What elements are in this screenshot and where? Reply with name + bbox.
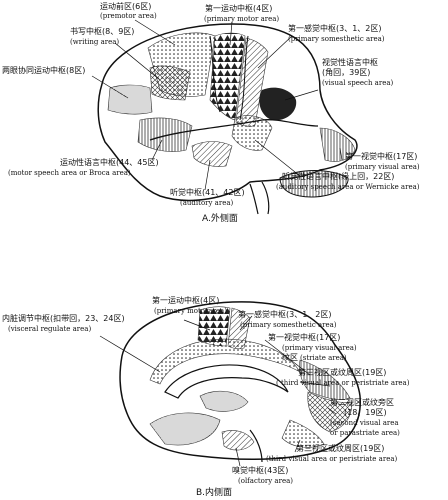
medial-brain xyxy=(119,301,361,463)
label-text: (third visual area or peristriate area) xyxy=(266,455,398,463)
label-text: 第一视觉中枢(17区) xyxy=(345,152,418,161)
label-text: (olfactory area) xyxy=(238,477,293,485)
label-text: 第一感觉中枢(3、1、2区) xyxy=(288,24,382,33)
caption-medial: B.内侧面 xyxy=(196,488,233,498)
label-text: 纹区 xyxy=(282,353,298,362)
label-text: (auditory area) xyxy=(180,199,234,207)
label-text: 第一感觉中枢(3、1、2区) xyxy=(238,310,332,319)
label-text: ( third visual area or peristriate area) xyxy=(276,379,410,387)
label-text: 书写中枢(8、9区) xyxy=(70,27,135,36)
label-text: 第二视区或纹旁区 xyxy=(330,398,394,407)
label-text: 两眼协同运动中枢(8区) xyxy=(2,66,86,75)
label-text: (primary visual area) xyxy=(345,163,420,171)
label-text: (primary motor area) xyxy=(204,15,280,23)
label-text: 听觉中枢(41、42区) xyxy=(170,188,245,197)
label-text: 嗅觉中枢(43区) xyxy=(232,466,289,475)
label-text: 第三视区或纹周区(19区) xyxy=(296,444,385,453)
label-text: (premotor area) xyxy=(100,12,157,20)
label-text: (primary somesthetic area) xyxy=(288,35,385,43)
label-text: (motor speech area or Broca area) xyxy=(8,169,131,177)
label-text: (primary somesthetic area) xyxy=(240,321,337,329)
label-text: 内脏调节中枢(扣带回，23、24区) xyxy=(2,314,125,323)
label-text: (角回，39区) xyxy=(322,68,371,77)
label-text: 第三视区或纹周区(19区) xyxy=(298,368,387,377)
label-text: or parastriate area) xyxy=(330,429,400,437)
label-text: 运动性语言中枢(44、45区) xyxy=(60,158,159,167)
label-text: 视觉性语言中枢 xyxy=(322,58,378,67)
label-text: 第一运动中枢(4区) xyxy=(152,296,220,305)
label-text: 第一运动中枢(4区) xyxy=(205,4,273,13)
label-text: (primary motorarea) xyxy=(154,307,227,315)
label-text: 运动前区(6区) xyxy=(100,2,152,11)
label-text: (writing area) xyxy=(70,38,120,46)
label-text: (second visual area xyxy=(330,419,399,427)
label-text: 听觉性语言中枢(缘上回，22区) xyxy=(282,172,395,181)
label-text: (visual speech area) xyxy=(322,79,394,87)
label-text: (primary visual area) xyxy=(282,344,357,352)
label-text: 第一视觉中枢(17区) xyxy=(268,333,341,342)
label-text: (visceral regulate area) xyxy=(8,325,92,333)
lateral-leader-lines xyxy=(91,19,343,191)
label-text: (striate area) xyxy=(300,354,347,362)
label-text: (18、19区) xyxy=(344,408,387,417)
medial-leader-lines xyxy=(99,315,337,467)
label-text: (auditory speech area or Wernicke area) xyxy=(276,183,420,191)
caption-lateral: A.外侧面 xyxy=(202,214,238,224)
